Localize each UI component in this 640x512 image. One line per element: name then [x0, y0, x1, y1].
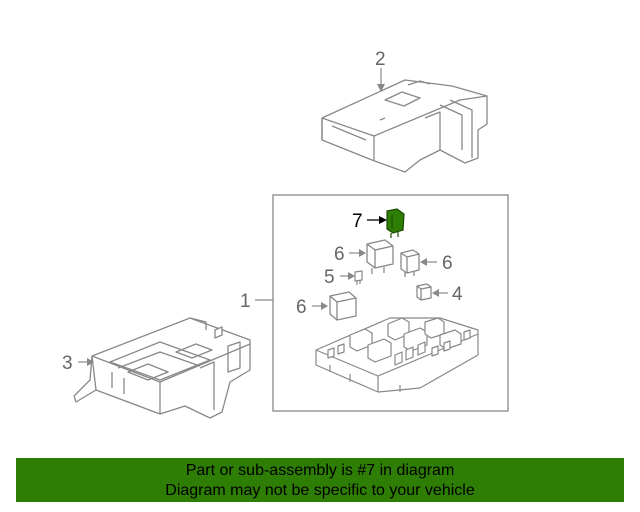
callout-3-arrowhead	[87, 358, 94, 366]
callout-6c: 6	[296, 297, 307, 318]
callout-6b: 6	[442, 253, 453, 274]
callout-5: 5	[324, 267, 335, 288]
info-banner: Part or sub-assembly is #7 in diagram Di…	[16, 458, 624, 502]
part-7-highlighted	[386, 208, 405, 238]
part-6-relay-b	[400, 249, 420, 277]
callout-6b-arrowhead	[420, 258, 427, 266]
callout-4-arrowhead	[432, 289, 439, 297]
callout-4: 4	[452, 284, 463, 305]
part-1-fuse-block	[315, 317, 479, 393]
callout-7-arrowhead	[379, 216, 387, 224]
callout-6a: 6	[334, 244, 345, 265]
part-6-relay-a	[366, 239, 394, 274]
banner-line-1: Part or sub-assembly is #7 in diagram	[185, 462, 455, 479]
callout-7: 7	[352, 211, 363, 232]
callout-6c-arrowhead	[321, 302, 328, 310]
callout-3: 3	[62, 353, 73, 374]
part-3-tray	[73, 317, 251, 419]
banner-line-2: Diagram may not be specific to your vehi…	[165, 482, 475, 499]
part-5-fuse	[354, 270, 363, 285]
callout-5-arrowhead	[348, 272, 355, 280]
callout-2-arrowhead	[377, 84, 385, 92]
callout-6a-arrowhead	[359, 249, 366, 257]
callout-2: 2	[375, 49, 386, 70]
part-2-cover	[321, 79, 488, 173]
callout-1: 1	[240, 291, 251, 312]
part-4-fuse	[416, 283, 432, 301]
part-6-relay-c	[329, 291, 357, 321]
